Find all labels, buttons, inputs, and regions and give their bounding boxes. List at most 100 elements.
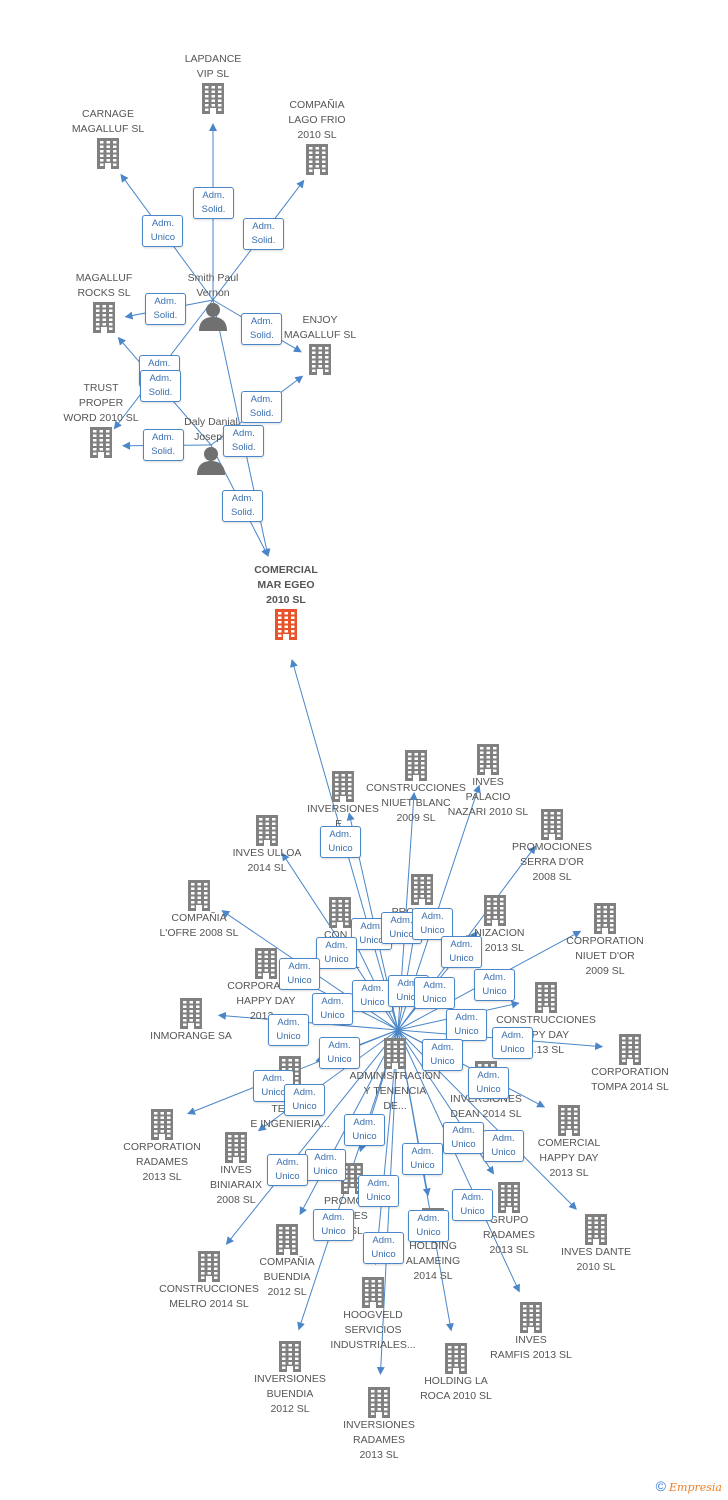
building-icon [43,137,173,169]
brand-logo[interactable]: Empresia [669,1481,722,1494]
building-icon [391,1342,521,1374]
company-node[interactable]: INVES PALACIO NAZARI 2010 SL [423,743,553,820]
company-node[interactable]: CORPORATION TOMPA 2014 SL [565,1033,695,1095]
building-icon [148,82,278,114]
role-tag[interactable]: Adm. Unico [414,977,455,1009]
company-node[interactable]: ADMINISTRACION Y TENENCIA DE... [330,1037,460,1114]
role-tag[interactable]: Adm. Solid. [222,490,264,523]
role-tag[interactable]: Adm. Solid. [142,429,184,462]
company-name: COMPAÑIA BUENDIA 2012 SL [259,1256,315,1298]
role-tag[interactable]: Adm. Solid. [241,391,283,424]
building-icon [444,1181,574,1213]
role-tag[interactable]: Adm. Solid. [144,293,186,326]
company-node[interactable]: COMPAÑIA LAGO FRIO 2010 SL [252,98,382,175]
company-name: INMORANGE SA [150,1030,232,1042]
company-node[interactable]: COMPAÑIA L'OFRE 2008 SL [134,879,264,941]
company-node[interactable]: HOLDING LA ROCA 2010 SL [391,1342,521,1404]
company-node[interactable]: INMORANGE SA [126,997,256,1044]
building-icon [430,894,560,926]
company-node[interactable]: MAGALLUF ROCKS SL [39,271,169,333]
role-tag[interactable]: Adm. Unico [319,1037,360,1069]
role-tag[interactable]: Adm. Unico [142,215,184,248]
company-node[interactable]: CORPORATION HAPPY DAY 2013... [201,947,331,1024]
company-node[interactable]: INVERSIONES BUENDIA 2012 SL [225,1340,355,1417]
company-node[interactable]: INVES RAMFIS 2013 SL [466,1301,596,1363]
role-tag[interactable]: Adm. Unico [422,1039,463,1071]
building-icon [171,1131,301,1163]
role-tag[interactable]: Adm. Unico [408,1210,449,1242]
person-node[interactable]: Smith Paul Vernon [148,271,278,331]
company-name: COMPAÑIA LAGO FRIO 2010 SL [288,99,346,141]
role-tag[interactable]: Adm. Unico [358,1175,399,1207]
company-node[interactable]: INVES BINIARAIX 2008 SL [171,1131,301,1208]
company-node[interactable]: INVES DANTE 2010 SL [531,1213,661,1275]
building-icon [351,749,481,781]
role-tag[interactable]: Adm. Unico [267,1154,308,1186]
role-tag[interactable]: Adm. Unico [402,1143,443,1175]
company-name: INVERSIONES BUENDIA 2012 SL [254,1373,326,1415]
building-icon [308,1276,438,1308]
company-name: HOLDING ALAMEING 2014 SL [405,1240,461,1282]
edge-line [397,1029,454,1332]
company-name: INVES RAMFIS 2013 SL [490,1334,572,1361]
company-node[interactable]: INVES ULLOA 2014 SL [202,814,332,876]
company-node[interactable]: LAPDANCE VIP SL [148,52,278,114]
company-node[interactable]: CONSTRUCCIONES MELRO 2014 SL [144,1250,274,1312]
company-node[interactable]: COMERCIAL HAPPY DAY 2013 SL [504,1104,634,1181]
building-icon [144,1250,274,1282]
building-icon [531,1213,661,1245]
company-node[interactable]: CORPORATION RADAMES 2013 SL [97,1108,227,1185]
company-name: CORPORATION NIUET D'OR 2009 SL [566,935,644,977]
company-node[interactable]: INVERSIONES E... [278,770,408,832]
role-tag[interactable]: Adm. Unico [474,969,515,1001]
building-icon [357,873,487,905]
company-name: HOOGVELD SERVICIOS INDUSTRIALES... [330,1309,416,1351]
role-tag[interactable]: Adm. Unico [352,980,393,1012]
building-icon [201,947,331,979]
edge-line [225,1029,399,1245]
role-tag[interactable]: Adm. Solid. [193,187,234,220]
building-icon [565,1033,695,1065]
role-tag[interactable]: Adm. Unico [279,958,320,990]
company-node[interactable]: COMPAÑIA BUENDIA 2012 SL [222,1223,352,1300]
role-tag[interactable]: Adm. Solid. [223,424,265,457]
focus-company-node[interactable]: COMERCIAL MAR EGEO 2010 SL [221,563,351,640]
role-tag[interactable]: Adm. Unico [441,936,482,968]
role-tag[interactable]: Adm. Unico [412,908,453,940]
company-node[interactable]: ENJOY MAGALLUF SL [255,313,385,375]
company-node[interactable]: GRUPO RADAMES 2013 SL [444,1181,574,1258]
company-node[interactable]: PROMOCIONES SERRA D'OR 2008 SL [487,808,617,885]
role-tag[interactable]: Adm. Unico [312,993,353,1025]
role-tag[interactable]: Adm. Solid. [242,218,284,251]
role-tag[interactable]: Adm. Solid. [140,369,182,402]
role-tag[interactable]: Adm. Unico [316,937,357,969]
company-name: COMPAÑIA L'OFRE 2008 SL [159,912,239,939]
role-tag[interactable]: Adm. Unico [313,1209,354,1241]
company-node[interactable]: CORPORATION NIUET D'OR 2009 SL [540,902,670,979]
building-icon [423,743,553,775]
role-tag[interactable]: Adm. Unico [268,1014,309,1046]
company-node[interactable]: HOOGVELD SERVICIOS INDUSTRIALES... [308,1276,438,1353]
role-tag[interactable]: Adm. Unico [492,1027,533,1059]
role-tag[interactable]: Adm. Unico [320,826,361,858]
building-icon [504,1104,634,1136]
role-tag[interactable]: Adm. Unico [305,1149,346,1181]
company-node[interactable]: INVERSIONES RADAMES 2013 SL [314,1386,444,1463]
role-tag[interactable]: Adm. Unico [344,1114,385,1146]
role-tag[interactable]: Adm. Unico [284,1084,325,1116]
role-tag[interactable]: Adm. Unico [468,1067,509,1099]
company-node[interactable]: CONSTRUCCIONES NIUET BLANC 2009 SL [351,749,481,826]
role-tag[interactable]: Adm. Solid. [241,312,283,345]
role-tag[interactable]: Adm. Unico [363,1232,404,1264]
company-name: HOLDING LA ROCA 2010 SL [420,1375,492,1402]
role-tag[interactable]: Adm. Unico [452,1189,493,1221]
company-name: INVES DANTE 2010 SL [560,1246,631,1273]
company-node[interactable]: CONSTRUCCIONES ...PY DAY ...13 SL [481,981,611,1058]
company-node[interactable]: TRUST PROPER WORD 2010 SL [36,381,166,458]
company-name: CONSTRUCCIONES ...PY DAY ...13 SL [496,1014,596,1056]
role-tag[interactable]: Adm. Unico [483,1130,524,1162]
company-node[interactable]: CARNAGE MAGALLUF SL [43,107,173,169]
role-tag[interactable]: Adm. Unico [446,1009,487,1041]
role-tag[interactable]: Adm. Unico [443,1122,484,1154]
